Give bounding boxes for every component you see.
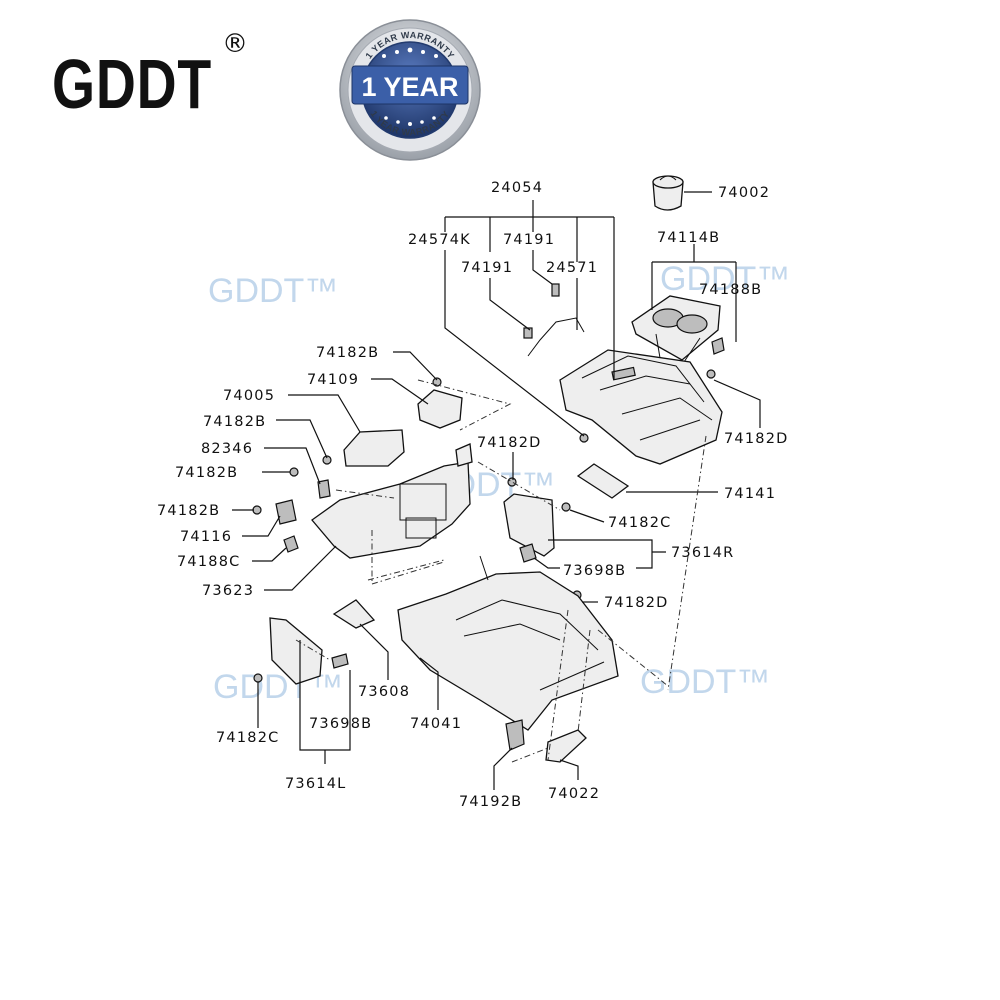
label-73614r: 73614R	[671, 545, 734, 561]
label-74141: 74141	[724, 486, 776, 502]
part-side-cover-left	[269, 617, 323, 685]
label-74182b-left: 74182B	[157, 503, 220, 519]
part-front-panel	[311, 443, 473, 559]
label-74182c-right: 74182C	[608, 515, 671, 531]
badge-banner	[351, 65, 469, 105]
watermark: GDDT™	[640, 663, 770, 701]
part-switch	[417, 389, 463, 429]
part-small-tray	[576, 463, 630, 499]
label-74192b: 74192B	[459, 794, 522, 810]
label-74182d-right: 74182D	[724, 431, 789, 447]
part-73698b-right	[519, 543, 537, 563]
badge-main-text: 1 YEAR	[361, 72, 458, 102]
label-74182b-mid: 74182B	[203, 414, 266, 430]
label-74191-a: 74191	[503, 232, 555, 248]
part-harness	[527, 317, 585, 357]
label-74182c-left: 74182C	[216, 730, 279, 746]
part-panel-74005	[343, 429, 405, 467]
label-74182b-low: 74182B	[175, 465, 238, 481]
part-cup	[652, 175, 684, 211]
part-plug	[505, 719, 525, 751]
part-console-body	[397, 555, 619, 731]
label-73698b-left: 73698B	[309, 716, 372, 732]
part-bracket	[545, 729, 587, 763]
part-side-cover-right	[503, 493, 555, 557]
part-labels: 24054 24574K 74191 74191 24571 74002 741…	[157, 180, 789, 810]
watermark: GDDT™	[660, 260, 790, 298]
part-clip-74188b	[711, 337, 725, 355]
part-73698b-left	[331, 653, 349, 669]
part-upper-tray	[559, 349, 723, 465]
assembly-lines	[295, 379, 707, 763]
label-74191-b: 74191	[461, 260, 513, 276]
label-73614l: 73614L	[285, 776, 346, 792]
label-74182d-low: 74182D	[604, 595, 669, 611]
part-bulb-b	[551, 283, 560, 297]
part-cup-holder	[631, 295, 721, 363]
label-74116: 74116	[180, 529, 232, 545]
label-24571: 24571	[546, 260, 598, 276]
label-82346: 82346	[201, 441, 253, 457]
label-74005: 74005	[223, 388, 275, 404]
warranty-badge: 1 YEAR WARRANTY 1 YEAR WARRANTY 1 YEAR	[339, 19, 481, 161]
watermark: GDDT™	[208, 272, 338, 310]
label-74114b: 74114B	[657, 230, 720, 246]
part-74116	[275, 499, 297, 525]
registered-mark: ®	[222, 29, 248, 59]
label-74182b-top: 74182B	[316, 345, 379, 361]
part-bulb-a	[523, 327, 533, 339]
label-73698b-right: 73698B	[563, 563, 626, 579]
label-74182d-center: 74182D	[477, 435, 542, 451]
label-24574k: 24574K	[408, 232, 471, 248]
label-74188c: 74188C	[177, 554, 240, 570]
part-73608	[332, 599, 376, 629]
label-74109: 74109	[307, 372, 359, 388]
label-74041: 74041	[410, 716, 462, 732]
part-82346	[317, 479, 331, 499]
label-24054: 24054	[491, 180, 543, 196]
badge-stars	[382, 47, 438, 126]
watermark: GDDT™	[213, 668, 343, 706]
part-74188c	[283, 535, 299, 553]
label-73623: 73623	[202, 583, 254, 599]
logo-text: GDDT	[52, 45, 212, 123]
leader-lines	[232, 191, 761, 790]
brand-logo: GDDT ®	[52, 29, 248, 123]
label-74022: 74022	[548, 786, 600, 802]
label-74002: 74002	[718, 185, 770, 201]
label-73608: 73608	[358, 684, 410, 700]
label-74188b: 74188B	[699, 282, 762, 298]
part-drawings	[252, 175, 725, 763]
